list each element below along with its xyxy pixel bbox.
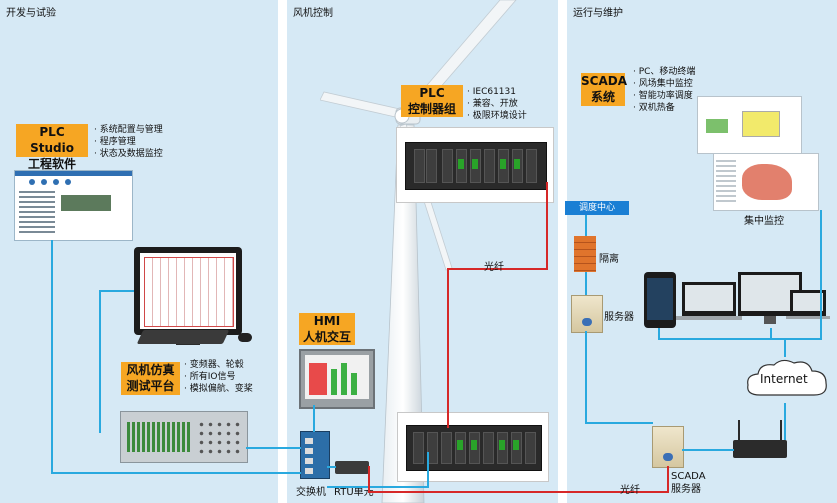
feature-item: · 状态及数据监控	[94, 149, 163, 159]
feature-item: · 模拟偏航、变桨	[184, 384, 253, 394]
feature-item: · IEC61131	[467, 87, 516, 97]
ops-panel-title: 运行与维护	[573, 8, 623, 19]
fiber-label-top: 光纤	[484, 262, 504, 273]
scada-features: · PC、移动终端 · 风场集中监控 · 智能功率调度 · 双机热备	[633, 66, 695, 114]
plc-studio-title-line1: PLC Studio	[30, 125, 74, 155]
plc-group-title-line1: PLC	[419, 86, 445, 100]
scada-screen-2	[713, 153, 819, 211]
network-line	[658, 328, 660, 339]
feature-item: · 智能功率调度	[633, 91, 693, 101]
dev-panel-title: 开发与试验	[6, 8, 56, 19]
scada-screen-1	[697, 96, 802, 154]
fiber-line	[368, 491, 668, 493]
network-line	[99, 290, 134, 292]
router-antenna	[738, 420, 740, 440]
network-line	[51, 472, 301, 474]
feature-item: · 所有IO信号	[184, 372, 236, 382]
network-line	[585, 331, 587, 423]
plc-studio-title: PLC Studio 工程软件	[16, 124, 88, 171]
network-line	[427, 452, 429, 488]
switch-label: 交换机	[296, 487, 326, 498]
rtu-label: RTU单元	[334, 487, 374, 498]
laptop-base	[786, 316, 830, 319]
switch-icon	[300, 431, 330, 479]
feature-item: · 极限环境设计	[467, 111, 527, 121]
plc-controller-top	[396, 127, 554, 203]
network-line	[784, 403, 786, 440]
fiber-line	[368, 466, 370, 492]
fiber-line	[447, 268, 449, 428]
scada-server-label: SCADA 服务器	[671, 470, 706, 496]
scada-title-line1: SCADA	[581, 74, 627, 88]
simulation-title: 风机仿真 测试平台	[121, 362, 180, 395]
test-platform-rack	[120, 411, 248, 463]
feature-item: · PC、移动终端	[633, 67, 696, 77]
hmi-panel	[299, 349, 375, 409]
network-line	[585, 272, 587, 295]
plc-studio-title-line2: 工程软件	[27, 157, 76, 171]
firewall-icon	[574, 236, 596, 272]
hmi-title: HMI 人机交互	[299, 313, 355, 345]
simulation-title-line1: 风机仿真	[126, 363, 175, 377]
turbine-panel-title: 风机控制	[293, 8, 333, 19]
feature-item: · 兼容、开放	[467, 99, 518, 109]
rtu-unit	[335, 461, 369, 474]
keyboard-icon	[136, 330, 230, 344]
feature-item: · 风场集中监控	[633, 79, 693, 89]
dispatch-center-badge: 调度中心	[565, 201, 629, 215]
network-line	[820, 210, 822, 339]
fiber-line	[447, 268, 548, 270]
monitor-icon	[134, 247, 242, 335]
smartphone-icon	[644, 272, 676, 328]
plc-studio-features: · 系统配置与管理 · 程序管理 · 状态及数据监控	[94, 124, 163, 160]
network-line	[99, 290, 101, 433]
network-line	[682, 449, 734, 451]
plc-group-title-line2: 控制器组	[407, 102, 456, 116]
feature-item: · 系统配置与管理	[94, 125, 163, 135]
simulation-title-line2: 测试平台	[126, 379, 175, 393]
internet-label: Internet	[760, 372, 808, 386]
network-line	[658, 338, 822, 340]
network-line	[585, 215, 587, 236]
server-icon	[571, 295, 603, 333]
mouse-icon	[238, 333, 252, 342]
network-line	[327, 486, 428, 488]
feature-item: · 变频器、轮毂	[184, 360, 244, 370]
plc-group-title: PLC 控制器组	[401, 85, 463, 117]
feature-item: · 双机热备	[633, 103, 675, 113]
isolation-label: 隔离	[599, 254, 619, 265]
server-icon	[652, 426, 684, 468]
network-line	[51, 240, 53, 473]
scada-server-label-line1: SCADA	[671, 471, 706, 482]
laptop-icon	[682, 282, 736, 316]
scada-server-label-line2: 服务器	[671, 484, 701, 495]
network-line	[585, 422, 653, 424]
router-antenna	[780, 420, 782, 440]
server-label: 服务器	[604, 312, 634, 323]
feature-item: · 程序管理	[94, 137, 136, 147]
router-icon	[733, 440, 787, 458]
fiber-line	[667, 466, 669, 493]
hmi-title-line2: 人机交互	[302, 330, 351, 344]
network-line	[770, 328, 772, 339]
cloud-icon	[747, 359, 827, 396]
network-line	[327, 466, 336, 468]
network-line	[246, 447, 301, 449]
hmi-title-line1: HMI	[313, 314, 341, 328]
central-monitor-label: 集中监控	[744, 216, 784, 227]
monitor-stand	[764, 316, 776, 324]
plc-studio-window	[14, 170, 133, 241]
scada-title: SCADA 系统	[581, 73, 627, 106]
scada-title-line2: 系统	[590, 90, 615, 104]
network-line	[313, 405, 315, 432]
plc-group-features: · IEC61131 · 兼容、开放 · 极限环境设计	[467, 86, 527, 122]
plc-controller-bottom	[397, 412, 549, 482]
fiber-line	[546, 182, 548, 269]
network-line	[784, 338, 786, 357]
fiber-label-bottom: 光纤	[620, 485, 640, 496]
simulation-features: · 变频器、轮毂 · 所有IO信号 · 模拟偏航、变桨	[184, 359, 253, 395]
laptop-base	[676, 316, 742, 320]
